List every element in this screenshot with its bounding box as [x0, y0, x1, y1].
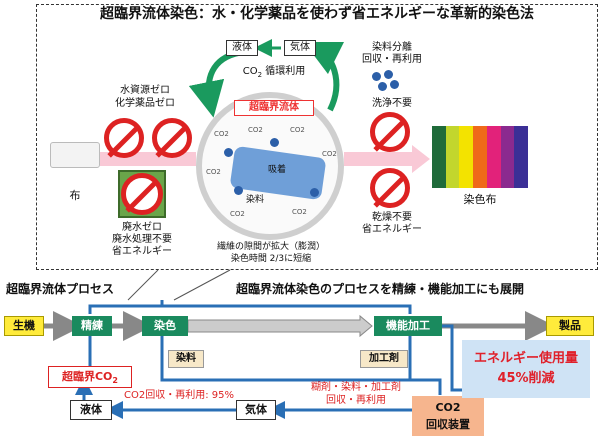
co2-mark: CO2: [206, 168, 221, 176]
device-line-0: CO2: [435, 401, 461, 414]
co2-mark: CO2: [292, 208, 307, 216]
dye-dot: [390, 80, 399, 89]
energy-line-0: エネルギー使用量: [473, 351, 578, 366]
heading-right: 超臨界流体染色のプロセスを精練・機能加工にも展開: [236, 282, 525, 296]
raw-fabric-box: 生機: [4, 316, 44, 336]
color-stripe: [459, 126, 474, 188]
color-stripe: [473, 126, 487, 188]
no-wastewater-icon: [121, 173, 163, 215]
dye-dot: [224, 148, 233, 157]
cloth-icon: [50, 142, 100, 168]
co2-mark: CO2: [322, 150, 337, 158]
device-line-1: 回収装置: [426, 418, 470, 431]
sep-line-0: 染料分離: [372, 42, 412, 53]
dye-dot: [372, 72, 381, 81]
co2-recycle-rate: CO2回収・再利用: 95%: [124, 390, 234, 401]
energy-line-1: 45%削減: [497, 371, 555, 386]
dye-dot: [270, 138, 279, 147]
dyed-cloth-image: [432, 126, 529, 188]
color-stripe: [445, 126, 460, 188]
fiber-line-0: 繊維の隙間が拡大（膨潤）: [216, 242, 325, 252]
color-stripe: [432, 126, 446, 188]
no-chemical-icon: [152, 118, 192, 158]
co2-cycle-label: CO2 循環利用: [242, 66, 306, 79]
water-zero: 水資源ゼロ: [120, 85, 170, 96]
dye-step: 染色: [142, 316, 188, 336]
dye-dot: [310, 188, 319, 197]
adsorb-label: 吸着: [268, 165, 287, 175]
co2-mark: CO2: [290, 126, 305, 134]
co2-recovery-device: CO2 回収装置: [412, 396, 484, 436]
supercritical-label: 超臨界流体: [234, 100, 314, 116]
gas-label: 気体: [284, 40, 316, 56]
heading-left: 超臨界流体プロセス: [6, 282, 115, 296]
dye-in-label: 染料: [246, 195, 265, 205]
no-dry-icon: [370, 168, 410, 208]
no-wash-label: 洗浄不要: [372, 98, 412, 109]
co2-mark: CO2: [230, 210, 245, 218]
color-stripe: [514, 126, 529, 188]
agent-input-box: 加工剤: [360, 350, 408, 368]
color-stripe: [486, 126, 501, 188]
waste-line-2: 省エネルギー: [112, 246, 172, 257]
fiber-line-1: 染色時間 2/3に短縮: [230, 254, 312, 264]
waste-line-1: 廃水処理不要: [112, 234, 172, 245]
co2-mark: CO2: [248, 126, 263, 134]
dry-line-1: 省エネルギー: [362, 224, 422, 235]
chem-zero: 化学薬品ゼロ: [115, 98, 175, 109]
cloth-label: 布: [69, 189, 81, 202]
recover-line-0: 糊剤・染料・加工剤: [311, 382, 401, 393]
no-water-icon: [104, 118, 144, 158]
energy-reduction-box: エネルギー使用量 45%削減: [462, 340, 590, 398]
gas-box: 気体: [236, 400, 276, 420]
waste-line-0: 廃水ゼロ: [122, 222, 162, 233]
scour-step: 精練: [72, 316, 112, 336]
co2-mark: CO2: [214, 130, 229, 138]
sc-co2-box: 超臨界CO2: [48, 366, 132, 388]
sep-line-1: 回収・再利用: [362, 54, 422, 65]
function-step: 機能加工: [374, 316, 442, 336]
color-stripe: [500, 126, 515, 188]
dye-dot: [234, 186, 243, 195]
no-wash-icon: [370, 112, 410, 152]
dye-dot: [384, 70, 393, 79]
dye-dot: [378, 82, 387, 91]
dye-input-box: 染料: [168, 350, 204, 368]
liquid-label: 液体: [226, 40, 258, 56]
cycle-arrow-right: [303, 41, 345, 112]
product-box: 製品: [546, 316, 594, 336]
illustration-panel: [36, 4, 598, 270]
dry-line-0: 乾燥不要: [372, 212, 412, 223]
liquid-box: 液体: [70, 400, 112, 420]
recover-line-1: 回収・再利用: [326, 395, 386, 406]
dyed-cloth-label: 染色布: [463, 193, 497, 206]
page-title: 超臨界流体染色：水・化学薬品を使わず省エネルギーな革新的染色法: [100, 6, 534, 22]
